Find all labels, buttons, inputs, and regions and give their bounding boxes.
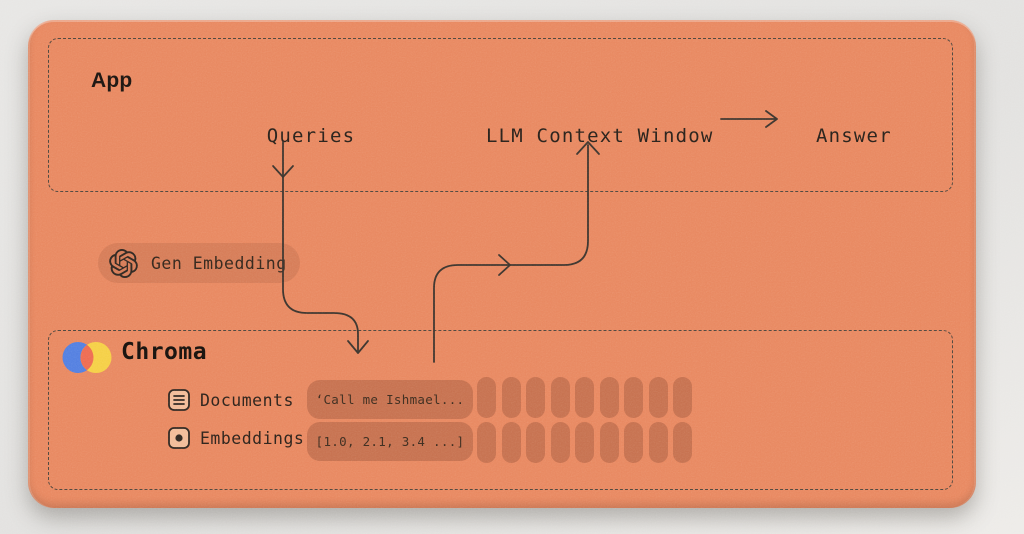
chroma-logo bbox=[62, 342, 112, 373]
app-box-title: App bbox=[91, 69, 133, 92]
embedding-capsule bbox=[624, 377, 643, 418]
diagram-card: App Queries LLM Context Window Answer Ge… bbox=[28, 20, 976, 508]
embedding-dot-icon bbox=[168, 427, 190, 449]
capsule-row bbox=[477, 422, 692, 463]
capsule-row bbox=[477, 377, 692, 418]
embedding-capsule bbox=[526, 377, 545, 418]
embedding-capsule bbox=[477, 422, 496, 463]
embedding-capsule bbox=[599, 422, 619, 463]
documents-value-pill: ‘Call me Ishmael... bbox=[307, 380, 473, 419]
embedding-capsule bbox=[673, 377, 692, 418]
embedding-capsule bbox=[501, 377, 521, 418]
embedding-capsule bbox=[526, 422, 545, 463]
embedding-capsule bbox=[624, 422, 643, 463]
openai-logo-icon bbox=[109, 248, 138, 278]
chroma-title: Chroma bbox=[121, 339, 208, 365]
embedding-capsule bbox=[648, 422, 668, 463]
embedding-capsule bbox=[550, 422, 570, 463]
gen-embedding-pill: Gen Embedding bbox=[98, 243, 300, 283]
document-icon bbox=[168, 389, 190, 411]
embedding-capsule bbox=[648, 377, 668, 418]
embedding-capsule bbox=[673, 422, 692, 463]
app-box: App Queries LLM Context Window Answer bbox=[48, 38, 953, 192]
gen-embedding-label: Gen Embedding bbox=[151, 253, 287, 273]
embedding-capsule bbox=[599, 377, 619, 418]
embeddings-value-pill: [1.0, 2.1, 3.4 ...] bbox=[307, 422, 473, 461]
embedding-capsule bbox=[501, 422, 521, 463]
queries-label: Queries bbox=[266, 125, 356, 147]
embedding-capsule bbox=[550, 377, 570, 418]
llm-context-window-label: LLM Context Window bbox=[486, 125, 714, 147]
documents-label: Documents bbox=[200, 391, 294, 410]
embedding-capsule bbox=[575, 377, 594, 418]
embeddings-label: Embeddings bbox=[200, 429, 305, 448]
embedding-capsule bbox=[575, 422, 594, 463]
answer-label: Answer bbox=[816, 125, 892, 147]
embedding-capsule bbox=[477, 377, 496, 418]
